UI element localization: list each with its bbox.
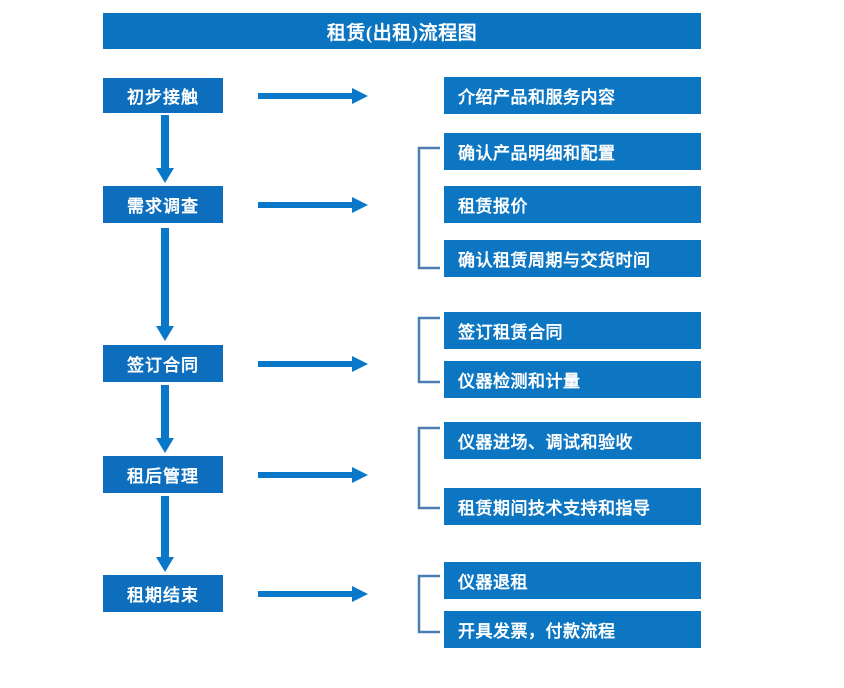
- group-bracket-4: [417, 574, 440, 634]
- detail-label-4: 确认租赁周期与交货时间: [458, 251, 651, 270]
- horizontal-arrow-5: [258, 586, 368, 602]
- detail-box-4[interactable]: 确认租赁周期与交货时间: [444, 240, 701, 277]
- detail-label-3: 租赁报价: [458, 197, 528, 216]
- detail-label-2: 确认产品明细和配置: [458, 144, 616, 163]
- stage-label-2: 需求调查: [127, 197, 199, 216]
- stage-box-5[interactable]: 租期结束: [103, 575, 223, 612]
- horizontal-arrow-4: [258, 467, 368, 483]
- detail-box-2[interactable]: 确认产品明细和配置: [444, 133, 701, 170]
- horizontal-arrow-3: [258, 356, 368, 372]
- stage-label-3: 签订合同: [127, 356, 199, 375]
- vertical-arrow-2: [156, 228, 174, 341]
- stage-box-2[interactable]: 需求调查: [103, 186, 223, 223]
- detail-box-10[interactable]: 开具发票，付款流程: [444, 611, 701, 648]
- flowchart-title: 租赁(出租)流程图: [326, 22, 478, 44]
- detail-label-6: 仪器检测和计量: [458, 372, 581, 391]
- vertical-arrow-3: [156, 385, 174, 453]
- detail-box-5[interactable]: 签订租赁合同: [444, 312, 701, 349]
- stage-box-4[interactable]: 租后管理: [103, 456, 223, 493]
- detail-box-6[interactable]: 仪器检测和计量: [444, 361, 701, 398]
- group-bracket-2: [417, 316, 440, 384]
- group-bracket-1: [417, 146, 440, 270]
- stage-label-5: 租期结束: [127, 586, 199, 605]
- detail-label-5: 签订租赁合同: [458, 323, 563, 342]
- detail-box-9[interactable]: 仪器退租: [444, 562, 701, 599]
- flowchart-title-bar: 租赁(出租)流程图: [103, 13, 701, 49]
- vertical-arrow-4: [156, 496, 174, 572]
- stage-box-3[interactable]: 签订合同: [103, 345, 223, 382]
- detail-label-10: 开具发票，付款流程: [458, 622, 616, 641]
- detail-label-9: 仪器退租: [458, 573, 528, 592]
- detail-box-7[interactable]: 仪器进场、调试和验收: [444, 422, 701, 459]
- stage-label-1: 初步接触: [127, 88, 199, 107]
- vertical-arrow-1: [156, 115, 174, 183]
- stage-box-1[interactable]: 初步接触: [103, 78, 223, 113]
- detail-label-7: 仪器进场、调试和验收: [458, 433, 633, 452]
- horizontal-arrow-2: [258, 197, 368, 213]
- detail-label-8: 租赁期间技术支持和指导: [458, 499, 651, 518]
- detail-box-3[interactable]: 租赁报价: [444, 186, 701, 223]
- stage-label-4: 租后管理: [127, 467, 199, 486]
- detail-box-1[interactable]: 介绍产品和服务内容: [444, 77, 701, 114]
- detail-label-1: 介绍产品和服务内容: [458, 88, 616, 107]
- detail-box-8[interactable]: 租赁期间技术支持和指导: [444, 488, 701, 525]
- horizontal-arrow-1: [258, 88, 368, 104]
- group-bracket-3: [417, 426, 440, 510]
